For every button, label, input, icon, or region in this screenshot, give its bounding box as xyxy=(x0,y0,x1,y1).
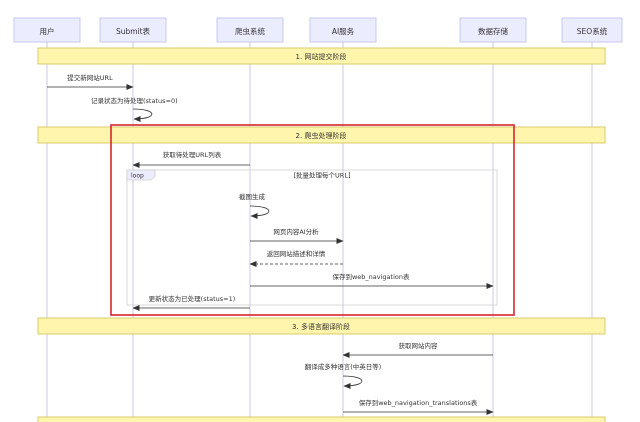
message-return-description: 返回网站描述和详情 xyxy=(249,249,343,267)
participant-seo: SEO系统 xyxy=(561,17,623,43)
message-label: 网页内容AI分析 xyxy=(273,227,319,236)
phase-2-note: 2. 爬虫处理阶段 xyxy=(37,126,606,144)
participant-label: 爬虫系统 xyxy=(235,26,265,36)
participant-label: AI服务 xyxy=(332,26,355,36)
message-label: 返回网站描述和详情 xyxy=(267,249,326,258)
phase-1-title: 1. 网站提交阶段 xyxy=(296,52,347,61)
message-label: 获取网站内容 xyxy=(399,341,439,350)
participant-storage: 数据存储 xyxy=(459,17,527,43)
highlight-box xyxy=(110,124,515,316)
self-arrow xyxy=(249,205,270,219)
message-label: 更新状态为已处理(status=1) xyxy=(149,294,236,303)
phase-1-note: 1. 网站提交阶段 xyxy=(37,47,606,65)
message-label: 记录状态为待处理(status=0) xyxy=(91,96,178,105)
participant-label: 用户 xyxy=(40,26,55,36)
loop-frame: loop [批量处理每个URL] xyxy=(126,169,498,306)
participant-label: 数据存储 xyxy=(478,26,508,36)
message-translate: 翻译成多种语言(中英日等) xyxy=(305,362,382,389)
participant-user: 用户 xyxy=(13,17,81,43)
loop-tag: loop xyxy=(131,173,144,180)
message-update-status: 更新状态为已处理(status=1) xyxy=(132,294,250,311)
message-ai-analysis: 网页内容AI分析 xyxy=(250,227,344,244)
participant-submit: Submit表 xyxy=(99,17,167,43)
phase-2-title: 2. 爬虫处理阶段 xyxy=(296,131,347,140)
message-label: 保存到web_navigation表 xyxy=(332,272,410,281)
message-label: 获取待处理URL列表 xyxy=(163,150,222,159)
participant-ai: AI服务 xyxy=(309,17,377,43)
phase-3-title: 3. 多语言翻译阶段 xyxy=(292,322,350,331)
message-label: 保存到web_navigation_translations表 xyxy=(359,398,478,407)
participant-label: Submit表 xyxy=(116,26,151,36)
phase-4-note-partial xyxy=(37,416,606,422)
message-label: 提交新网站URL xyxy=(67,73,113,82)
participant-crawler: 爬虫系统 xyxy=(216,17,284,43)
self-arrow xyxy=(132,108,153,122)
message-get-pending-urls: 获取待处理URL列表 xyxy=(132,150,250,168)
message-submit-url: 提交新网站URL xyxy=(47,73,134,90)
message-get-site-content: 获取网站内容 xyxy=(342,341,493,358)
participant-label: SEO系统 xyxy=(577,26,608,36)
message-label: 截图生成 xyxy=(239,192,266,201)
phase-3-note: 3. 多语言翻译阶段 xyxy=(37,317,606,335)
message-record-status: 记录状态为待处理(status=0) xyxy=(91,96,178,122)
loop-title: [批量处理每个URL] xyxy=(294,171,351,180)
message-screenshot: 截图生成 xyxy=(239,192,270,219)
self-arrow xyxy=(342,375,363,389)
message-save-translations: 保存到web_navigation_translations表 xyxy=(343,398,494,415)
message-save-web-navigation: 保存到web_navigation表 xyxy=(250,272,494,289)
message-label: 翻译成多种语言(中英日等) xyxy=(305,362,382,371)
